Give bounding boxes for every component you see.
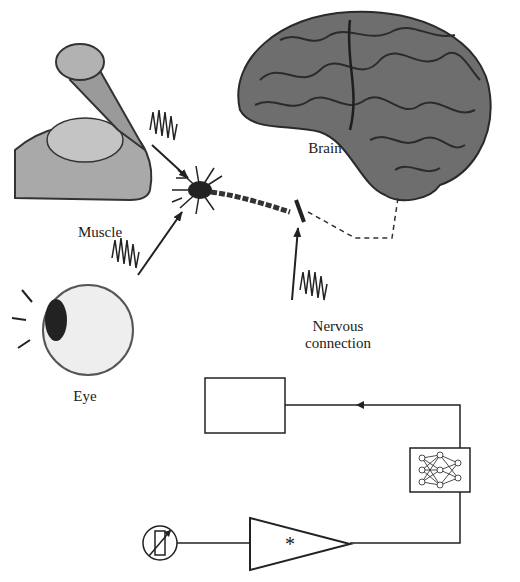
brain-illustration bbox=[238, 12, 490, 201]
neuron-illustration bbox=[172, 166, 398, 238]
network-box bbox=[410, 448, 470, 492]
network-neuron bbox=[419, 467, 425, 473]
network-neuron bbox=[419, 455, 425, 461]
signal-arrow bbox=[292, 228, 298, 300]
signal-wire bbox=[350, 492, 460, 543]
signal-arrow bbox=[138, 212, 182, 275]
brain-gyrus bbox=[255, 97, 475, 112]
part-label: Muscle bbox=[55, 224, 145, 241]
triangle-shape bbox=[250, 518, 350, 570]
feedback-wire bbox=[285, 405, 460, 448]
brain-gyrus bbox=[370, 137, 465, 147]
dashed-link bbox=[308, 198, 398, 238]
network-neuron bbox=[455, 475, 461, 481]
arrow-head bbox=[164, 530, 171, 537]
axon-terminal bbox=[296, 200, 304, 222]
resistor-arrow bbox=[149, 530, 171, 556]
resistor-symbol bbox=[143, 526, 177, 560]
brain-gyrus bbox=[395, 167, 440, 171]
network-neuron bbox=[437, 452, 443, 458]
signal-wire bbox=[177, 542, 250, 544]
arrow-head bbox=[356, 401, 364, 409]
muscle-illustration bbox=[15, 44, 151, 200]
axon bbox=[211, 192, 290, 212]
iris bbox=[45, 299, 67, 341]
light-ray bbox=[22, 290, 32, 302]
brain-gyrus bbox=[280, 28, 455, 41]
spike-symbol bbox=[112, 238, 139, 268]
brain-outline bbox=[238, 12, 490, 201]
network-neuron bbox=[455, 460, 461, 466]
output-box bbox=[205, 378, 285, 433]
eyeball bbox=[43, 285, 133, 375]
brain-sulcus bbox=[349, 20, 354, 130]
network-neuron bbox=[437, 467, 443, 473]
amplifier-triangle: * bbox=[250, 518, 350, 570]
resistor-circle bbox=[143, 526, 177, 560]
triangle-outline bbox=[250, 518, 350, 570]
network-icon bbox=[419, 452, 461, 488]
network-links bbox=[422, 455, 458, 485]
cell-body bbox=[188, 181, 212, 199]
light-ray bbox=[12, 318, 26, 320]
fist bbox=[56, 44, 104, 80]
part-label: Brain bbox=[290, 140, 360, 157]
amplifier-symbol: * bbox=[250, 518, 330, 570]
network-neuron bbox=[437, 482, 443, 488]
part-label: Eye bbox=[60, 388, 110, 405]
brain-gyrus bbox=[260, 53, 480, 80]
light-ray bbox=[18, 340, 30, 348]
eye-illustration bbox=[12, 285, 133, 375]
network-neuron bbox=[419, 479, 425, 485]
spike-symbol bbox=[150, 110, 177, 140]
spike-symbol bbox=[300, 270, 327, 300]
part-label: Nervous connection bbox=[288, 318, 388, 352]
signal-arrow bbox=[152, 145, 188, 178]
